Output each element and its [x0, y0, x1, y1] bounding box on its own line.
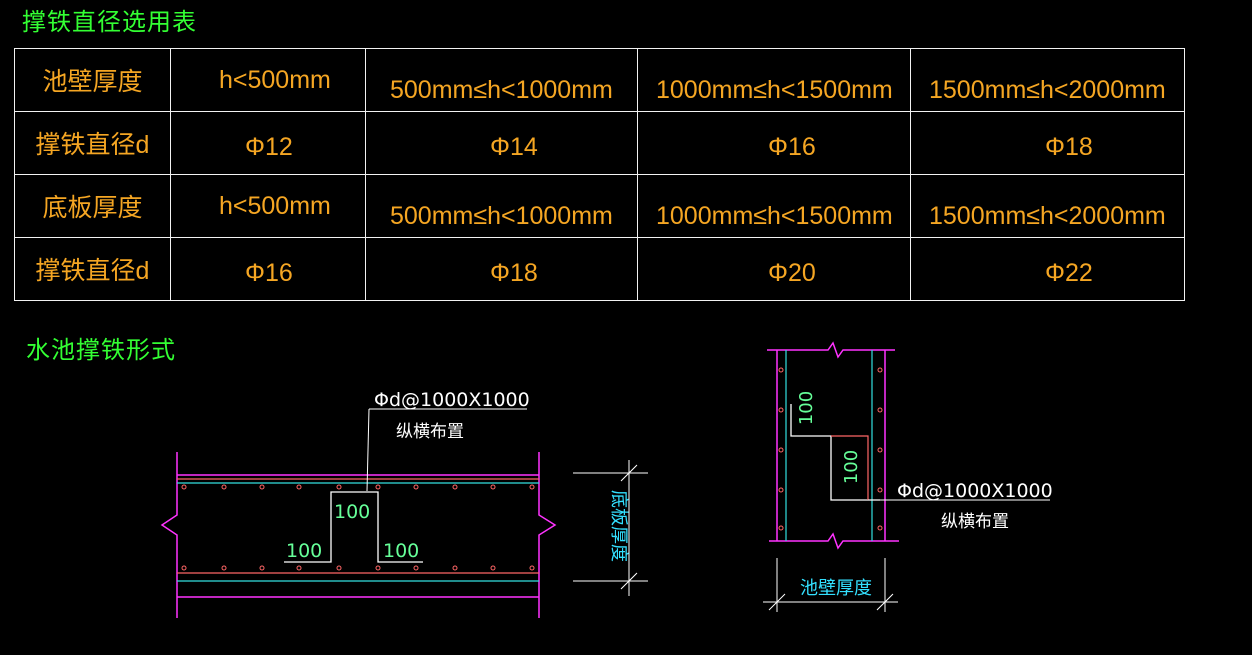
section-title: 水池撑铁形式 — [26, 336, 176, 364]
cell-text: Φ16 — [245, 258, 293, 287]
cell-text: 500mm≤h<1000mm — [390, 75, 613, 104]
cell-text: 500mm≤h<1000mm — [390, 201, 613, 230]
spec-table: 池壁厚度 h<500mm 500mm≤h<1000mm 1000mm≤h<150… — [14, 48, 1185, 301]
slab-rebar-dots — [181, 484, 535, 571]
cell-text: Φ14 — [490, 132, 538, 161]
wall-callout-note: 纵横布置 — [941, 512, 1009, 532]
table-row: 池壁厚度 h<500mm 500mm≤h<1000mm 1000mm≤h<150… — [14, 48, 1185, 112]
wall-rebar-lines — [785, 350, 873, 541]
wall-dim-upper: 100 — [796, 391, 817, 425]
cell-text: 1000mm≤h<1500mm — [656, 201, 893, 230]
table-cell: Φ18 — [910, 111, 1185, 175]
wall-thickness-label: 池壁厚度 — [800, 578, 872, 599]
cell-text: Φ12 — [245, 132, 293, 161]
slab-rebar-lines — [177, 482, 539, 582]
slab-thickness-dimension — [573, 460, 648, 596]
cell-text: Φ20 — [768, 258, 816, 287]
wall-rebar-dots — [778, 367, 883, 531]
table-cell: Φ16 — [637, 111, 911, 175]
wall-detail: Φd@1000X1000 纵横布置 100 100 池壁厚度 — [763, 341, 1053, 612]
wall-dim-lower: 100 — [841, 450, 862, 484]
wall-callout: Φd@1000X1000 — [897, 480, 1053, 502]
cell-text: Φ16 — [768, 132, 816, 161]
slab-concrete-edges — [160, 452, 557, 618]
table-cell: h<500mm — [170, 174, 366, 238]
table-cell: 1000mm≤h<1500mm — [637, 174, 911, 238]
cell-text: h<500mm — [219, 65, 331, 94]
cell-text: Φ18 — [490, 258, 538, 287]
table-cell: Φ12 — [170, 111, 366, 175]
table-cell: 500mm≤h<1000mm — [365, 174, 638, 238]
cell-text: h<500mm — [219, 191, 331, 220]
wall-concrete-edges — [767, 341, 899, 550]
cell-text: 1500mm≤h<2000mm — [929, 201, 1166, 230]
row-label: 撑铁直径d — [14, 237, 171, 301]
table-title: 撑铁直径选用表 — [22, 8, 197, 36]
slab-support-bar — [284, 491, 423, 563]
row-label: 底板厚度 — [14, 174, 171, 238]
cell-text: 1000mm≤h<1500mm — [656, 75, 893, 104]
row-label: 池壁厚度 — [14, 48, 171, 112]
slab-dim-right: 100 — [383, 540, 419, 562]
slab-callout-note: 纵横布置 — [396, 422, 464, 442]
table-cell: Φ18 — [365, 237, 638, 301]
cell-text: 1500mm≤h<2000mm — [929, 75, 1166, 104]
wall-thickness-dimension — [763, 558, 898, 612]
slab-detail: Φd@1000X1000 纵横布置 100 100 100 底板厚度 — [160, 389, 648, 618]
cell-text: Φ18 — [1045, 132, 1093, 161]
slab-callout: Φd@1000X1000 — [374, 389, 530, 411]
table-row: 撑铁直径d Φ16 Φ18 Φ20 Φ22 — [14, 237, 1185, 301]
table-row: 撑铁直径d Φ12 Φ14 Φ16 Φ18 — [14, 111, 1185, 175]
row-label: 撑铁直径d — [14, 111, 171, 175]
table-cell: 1000mm≤h<1500mm — [637, 48, 911, 112]
slab-leader-line — [366, 408, 527, 492]
slab-distribution-bars — [177, 478, 539, 574]
wall-support-bar-inner — [831, 435, 869, 500]
table-cell: 1500mm≤h<2000mm — [910, 48, 1185, 112]
table-cell: Φ20 — [637, 237, 911, 301]
table-cell: Φ16 — [170, 237, 366, 301]
table-cell: 1500mm≤h<2000mm — [910, 174, 1185, 238]
cell-text: Φ22 — [1045, 258, 1093, 287]
table-cell: Φ14 — [365, 111, 638, 175]
slab-dim-top: 100 — [334, 501, 370, 523]
table-row: 底板厚度 h<500mm 500mm≤h<1000mm 1000mm≤h<150… — [14, 174, 1185, 238]
slab-dim-left: 100 — [286, 540, 322, 562]
slab-thickness-label: 底板厚度 — [608, 490, 629, 562]
table-cell: 500mm≤h<1000mm — [365, 48, 638, 112]
table-cell: Φ22 — [910, 237, 1185, 301]
